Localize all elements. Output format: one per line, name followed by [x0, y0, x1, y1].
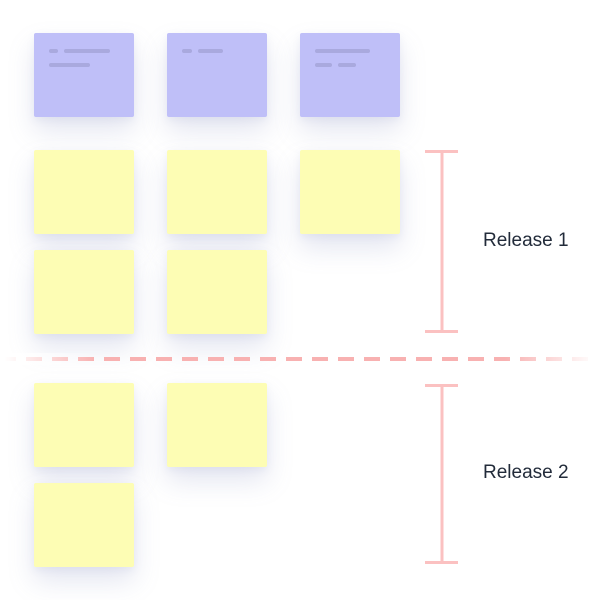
divider-fade-left [0, 353, 95, 365]
release-2-bracket [425, 384, 458, 564]
placeholder-line-row [182, 49, 267, 53]
story-card[interactable] [34, 483, 134, 567]
story-card[interactable] [34, 250, 134, 334]
story-card[interactable] [167, 383, 267, 467]
placeholder-text-line [49, 49, 58, 53]
placeholder-text-line [315, 63, 332, 67]
epic-card[interactable] [300, 33, 400, 117]
release-1-bracket [425, 150, 458, 333]
placeholder-line-row [315, 63, 400, 67]
story-card[interactable] [300, 150, 400, 234]
placeholder-line-row [315, 49, 400, 53]
placeholder-text-line [198, 49, 223, 53]
release-1-label: Release 1 [483, 230, 569, 251]
placeholder-text-line [49, 63, 90, 67]
divider-fade-right [505, 353, 600, 365]
placeholder-line-row [49, 49, 134, 53]
placeholder-text-line [64, 49, 110, 53]
placeholder-text-line [315, 49, 370, 53]
placeholder-line-row [49, 63, 134, 67]
placeholder-text-line [338, 63, 356, 67]
story-card[interactable] [34, 383, 134, 467]
story-card[interactable] [167, 150, 267, 234]
release-2-label: Release 2 [483, 462, 569, 483]
story-card[interactable] [34, 150, 134, 234]
release-divider-dashed-line [0, 357, 600, 361]
story-card[interactable] [167, 250, 267, 334]
placeholder-text-line [182, 49, 192, 53]
epic-card[interactable] [34, 33, 134, 117]
epic-card[interactable] [167, 33, 267, 117]
